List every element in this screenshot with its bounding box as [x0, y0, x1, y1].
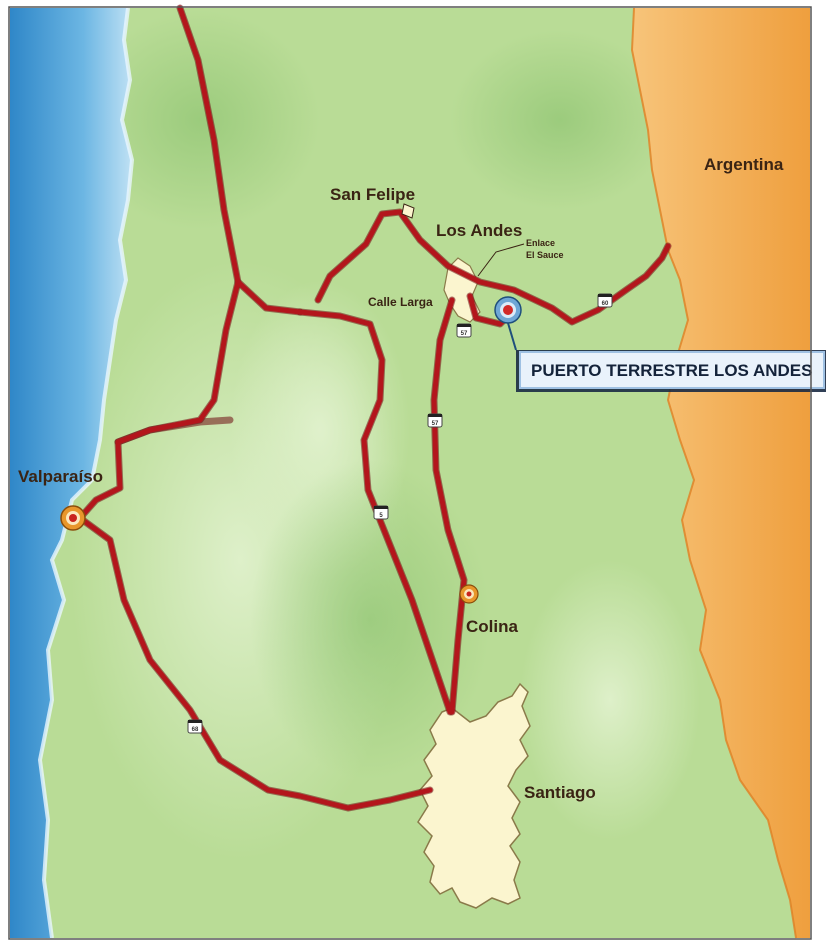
svg-text:57: 57 [461, 331, 468, 337]
label-el-sauce: El Sauce [526, 250, 564, 260]
label-enlace: Enlace [526, 238, 555, 248]
label-san-felipe: San Felipe [330, 185, 415, 204]
svg-text:68: 68 [192, 727, 199, 733]
label-colina: Colina [466, 617, 518, 636]
banner-text: PUERTO TERRESTRE LOS ANDES [531, 361, 812, 380]
route-shield-57-south: 57 [427, 413, 443, 428]
san-felipe-pointer [401, 203, 415, 219]
label-los-andes: Los Andes [436, 221, 522, 240]
puerto-terrestre-marker [494, 296, 522, 324]
santiago-city-area [417, 682, 531, 909]
pacific-ocean [10, 8, 132, 938]
valparaiso-marker [60, 505, 86, 531]
svg-text:60: 60 [602, 301, 609, 307]
route-shield-60: 60 [597, 293, 613, 308]
banner-leader-line [507, 322, 517, 351]
route-shield-68: 68 [187, 719, 203, 734]
label-argentina: Argentina [704, 155, 784, 174]
road-network [76, 4, 672, 812]
label-santiago: Santiago [524, 783, 596, 802]
svg-text:5: 5 [379, 513, 383, 519]
route-shield-57-north: 57 [456, 323, 472, 338]
argentina-region [632, 8, 810, 938]
enlace-leader-line [477, 243, 525, 277]
svg-text:57: 57 [432, 421, 439, 427]
route-shield-5: 5 [373, 505, 389, 520]
colina-marker [459, 584, 479, 604]
label-valparaiso: Valparaíso [18, 467, 103, 486]
label-calle-larga: Calle Larga [368, 295, 433, 309]
puerto-terrestre-banner: PUERTO TERRESTRE LOS ANDES [516, 350, 826, 392]
